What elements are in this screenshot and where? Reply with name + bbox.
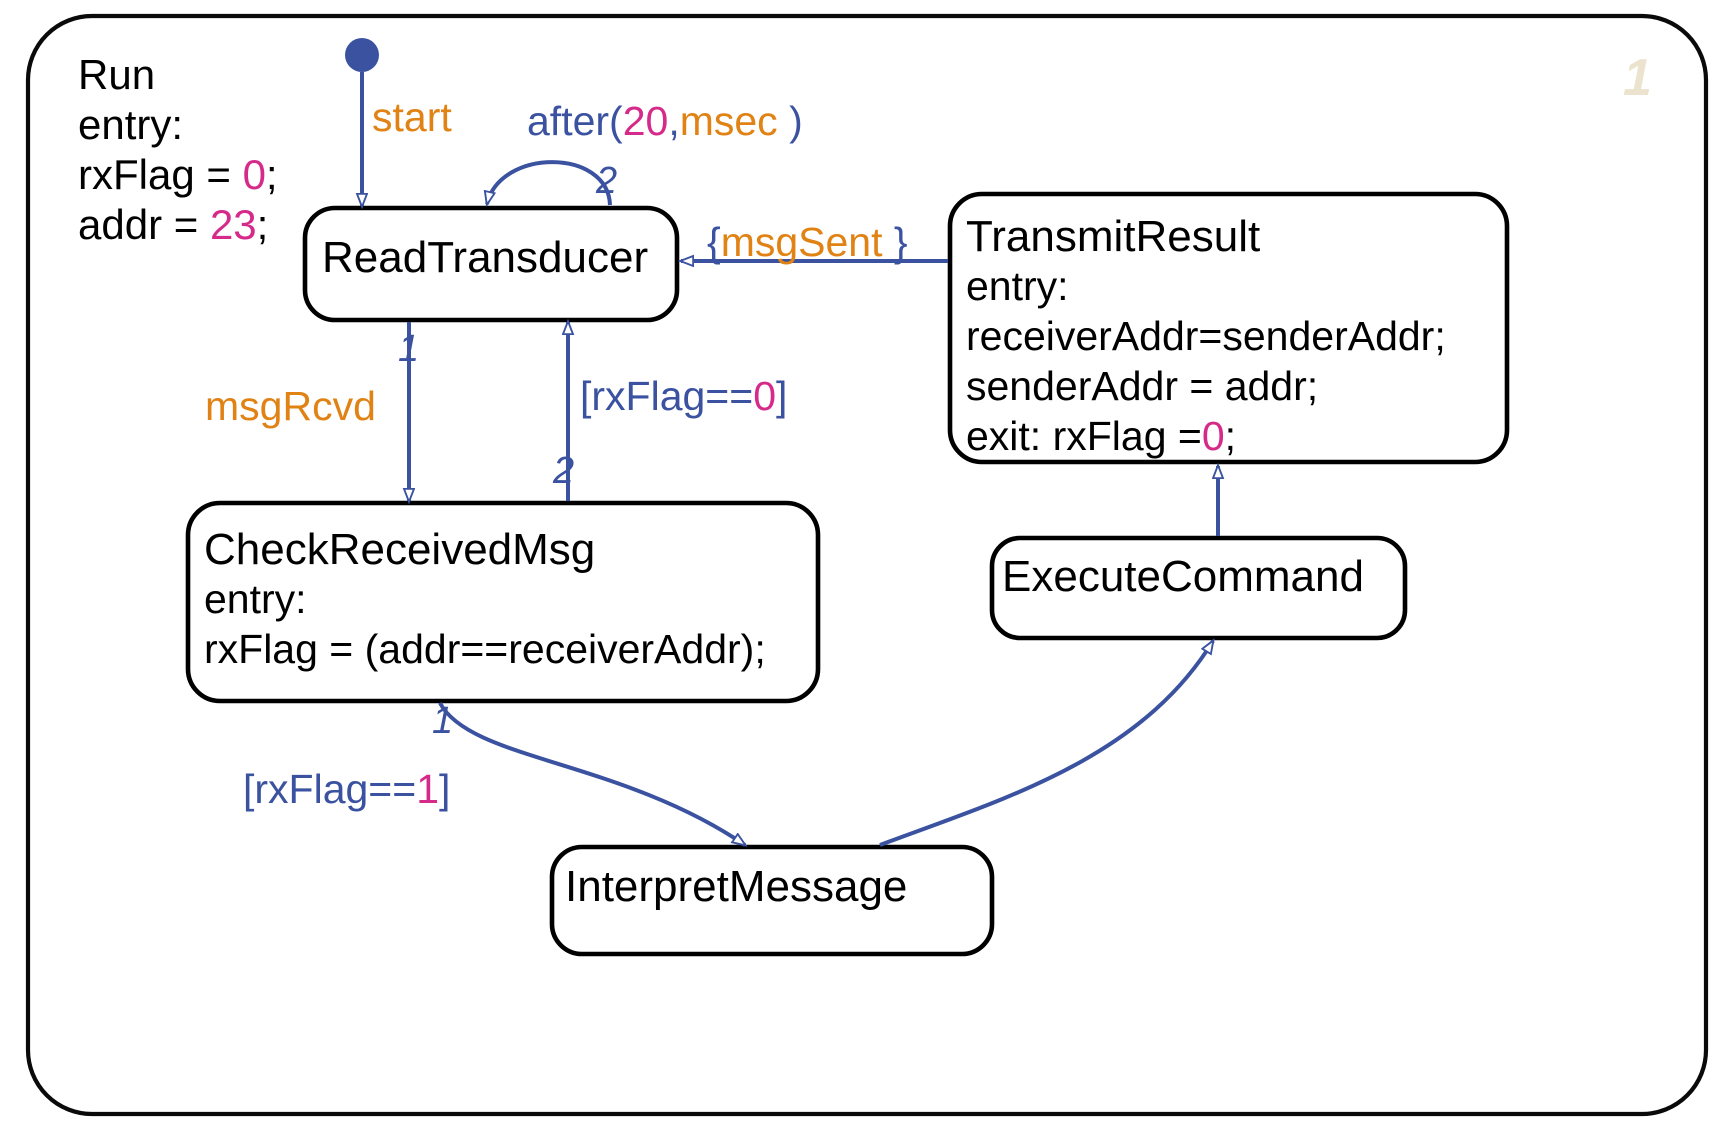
transition-self-loop [487, 160, 612, 205]
addr-assign-suffix: ; [256, 201, 269, 248]
transition-label-after: after(20,msec ) [527, 97, 803, 145]
transition-rxflag-one [438, 702, 745, 845]
transition-label-start: start [372, 94, 452, 140]
addr-assign-value: 23 [209, 201, 257, 248]
state-box-executecommand [989, 535, 1408, 641]
state-box-checkreceivedmsg [185, 500, 821, 704]
corner-number: 1 [1623, 49, 1652, 107]
after-close: ) [777, 98, 803, 144]
transition-label-rxflag-one: [rxFlag==1] [243, 765, 450, 813]
state-box-interpretmessage [549, 844, 995, 957]
msgsent-close-brace: } [882, 219, 908, 265]
rxflag-assign-value: 0 [242, 151, 266, 198]
guard1-open: [rxFlag== [243, 766, 417, 812]
priority-msgrcvd: 1 [398, 328, 420, 370]
guard1-close: ] [439, 766, 451, 812]
tr-exit-prefix: exit: rxFlag = [966, 413, 1202, 459]
transmitresult-line-2: senderAddr = addr; [966, 363, 1319, 409]
state-name-executecommand: ExecuteCommand [1002, 552, 1364, 601]
transition-label-rxflag-zero: [rxFlag==0] [580, 372, 787, 420]
root-state-entry-action-addr: addr = 23; [78, 200, 268, 250]
msgsent-open-brace: { [707, 219, 721, 265]
priority-rxflag-one: 1 [432, 700, 454, 742]
checkreceivedmsg-line-1: rxFlag = (addr==receiverAddr); [204, 626, 766, 672]
transition-label-msgrcvd: msgRcvd [205, 383, 376, 429]
transmitresult-exit-line: exit: rxFlag =0; [966, 412, 1236, 460]
priority-self-loop: 2 [596, 160, 618, 202]
root-state-entry-action-rxflag: rxFlag = 0; [78, 150, 278, 200]
priority-rxflag-zero: 2 [553, 450, 575, 492]
tr-exit-value: 0 [1201, 413, 1225, 459]
guard0-value: 0 [753, 373, 777, 419]
after-open: after( [527, 98, 623, 144]
root-state-border [25, 13, 1709, 1117]
initial-state-dot [345, 38, 379, 72]
transition-label-msgsent: {msgSent } [707, 218, 908, 266]
state-name-interpretmessage: InterpretMessage [565, 862, 908, 911]
root-state-name: Run [78, 51, 156, 98]
checkreceivedmsg-entry-keyword: entry: [204, 576, 307, 622]
tr-exit-suffix: ; [1224, 413, 1237, 459]
after-unit: msec [679, 98, 778, 144]
rxflag-assign-prefix: rxFlag = [78, 151, 243, 198]
guard0-open: [rxFlag== [580, 373, 754, 419]
state-name-checkreceivedmsg: CheckReceivedMsg [204, 525, 596, 574]
rxflag-assign-suffix: ; [265, 151, 278, 198]
guard0-close: ] [776, 373, 788, 419]
transmitresult-entry-keyword: entry: [966, 263, 1069, 309]
after-value: 20 [622, 98, 669, 144]
transmitresult-line-1: receiverAddr=senderAddr; [966, 313, 1446, 359]
guard1-value: 1 [416, 766, 440, 812]
addr-assign-prefix: addr = [78, 201, 210, 248]
transition-interpret-to-execute [879, 641, 1213, 847]
state-name-transmitresult: TransmitResult [966, 212, 1261, 261]
root-state-entry-keyword: entry: [78, 101, 184, 148]
state-box-transmitresult [947, 191, 1510, 465]
state-name-readtransducer: ReadTransducer [322, 233, 649, 282]
after-comma: , [668, 98, 680, 144]
msgsent-text: msgSent [720, 219, 883, 265]
state-box-readtransducer [302, 205, 680, 323]
